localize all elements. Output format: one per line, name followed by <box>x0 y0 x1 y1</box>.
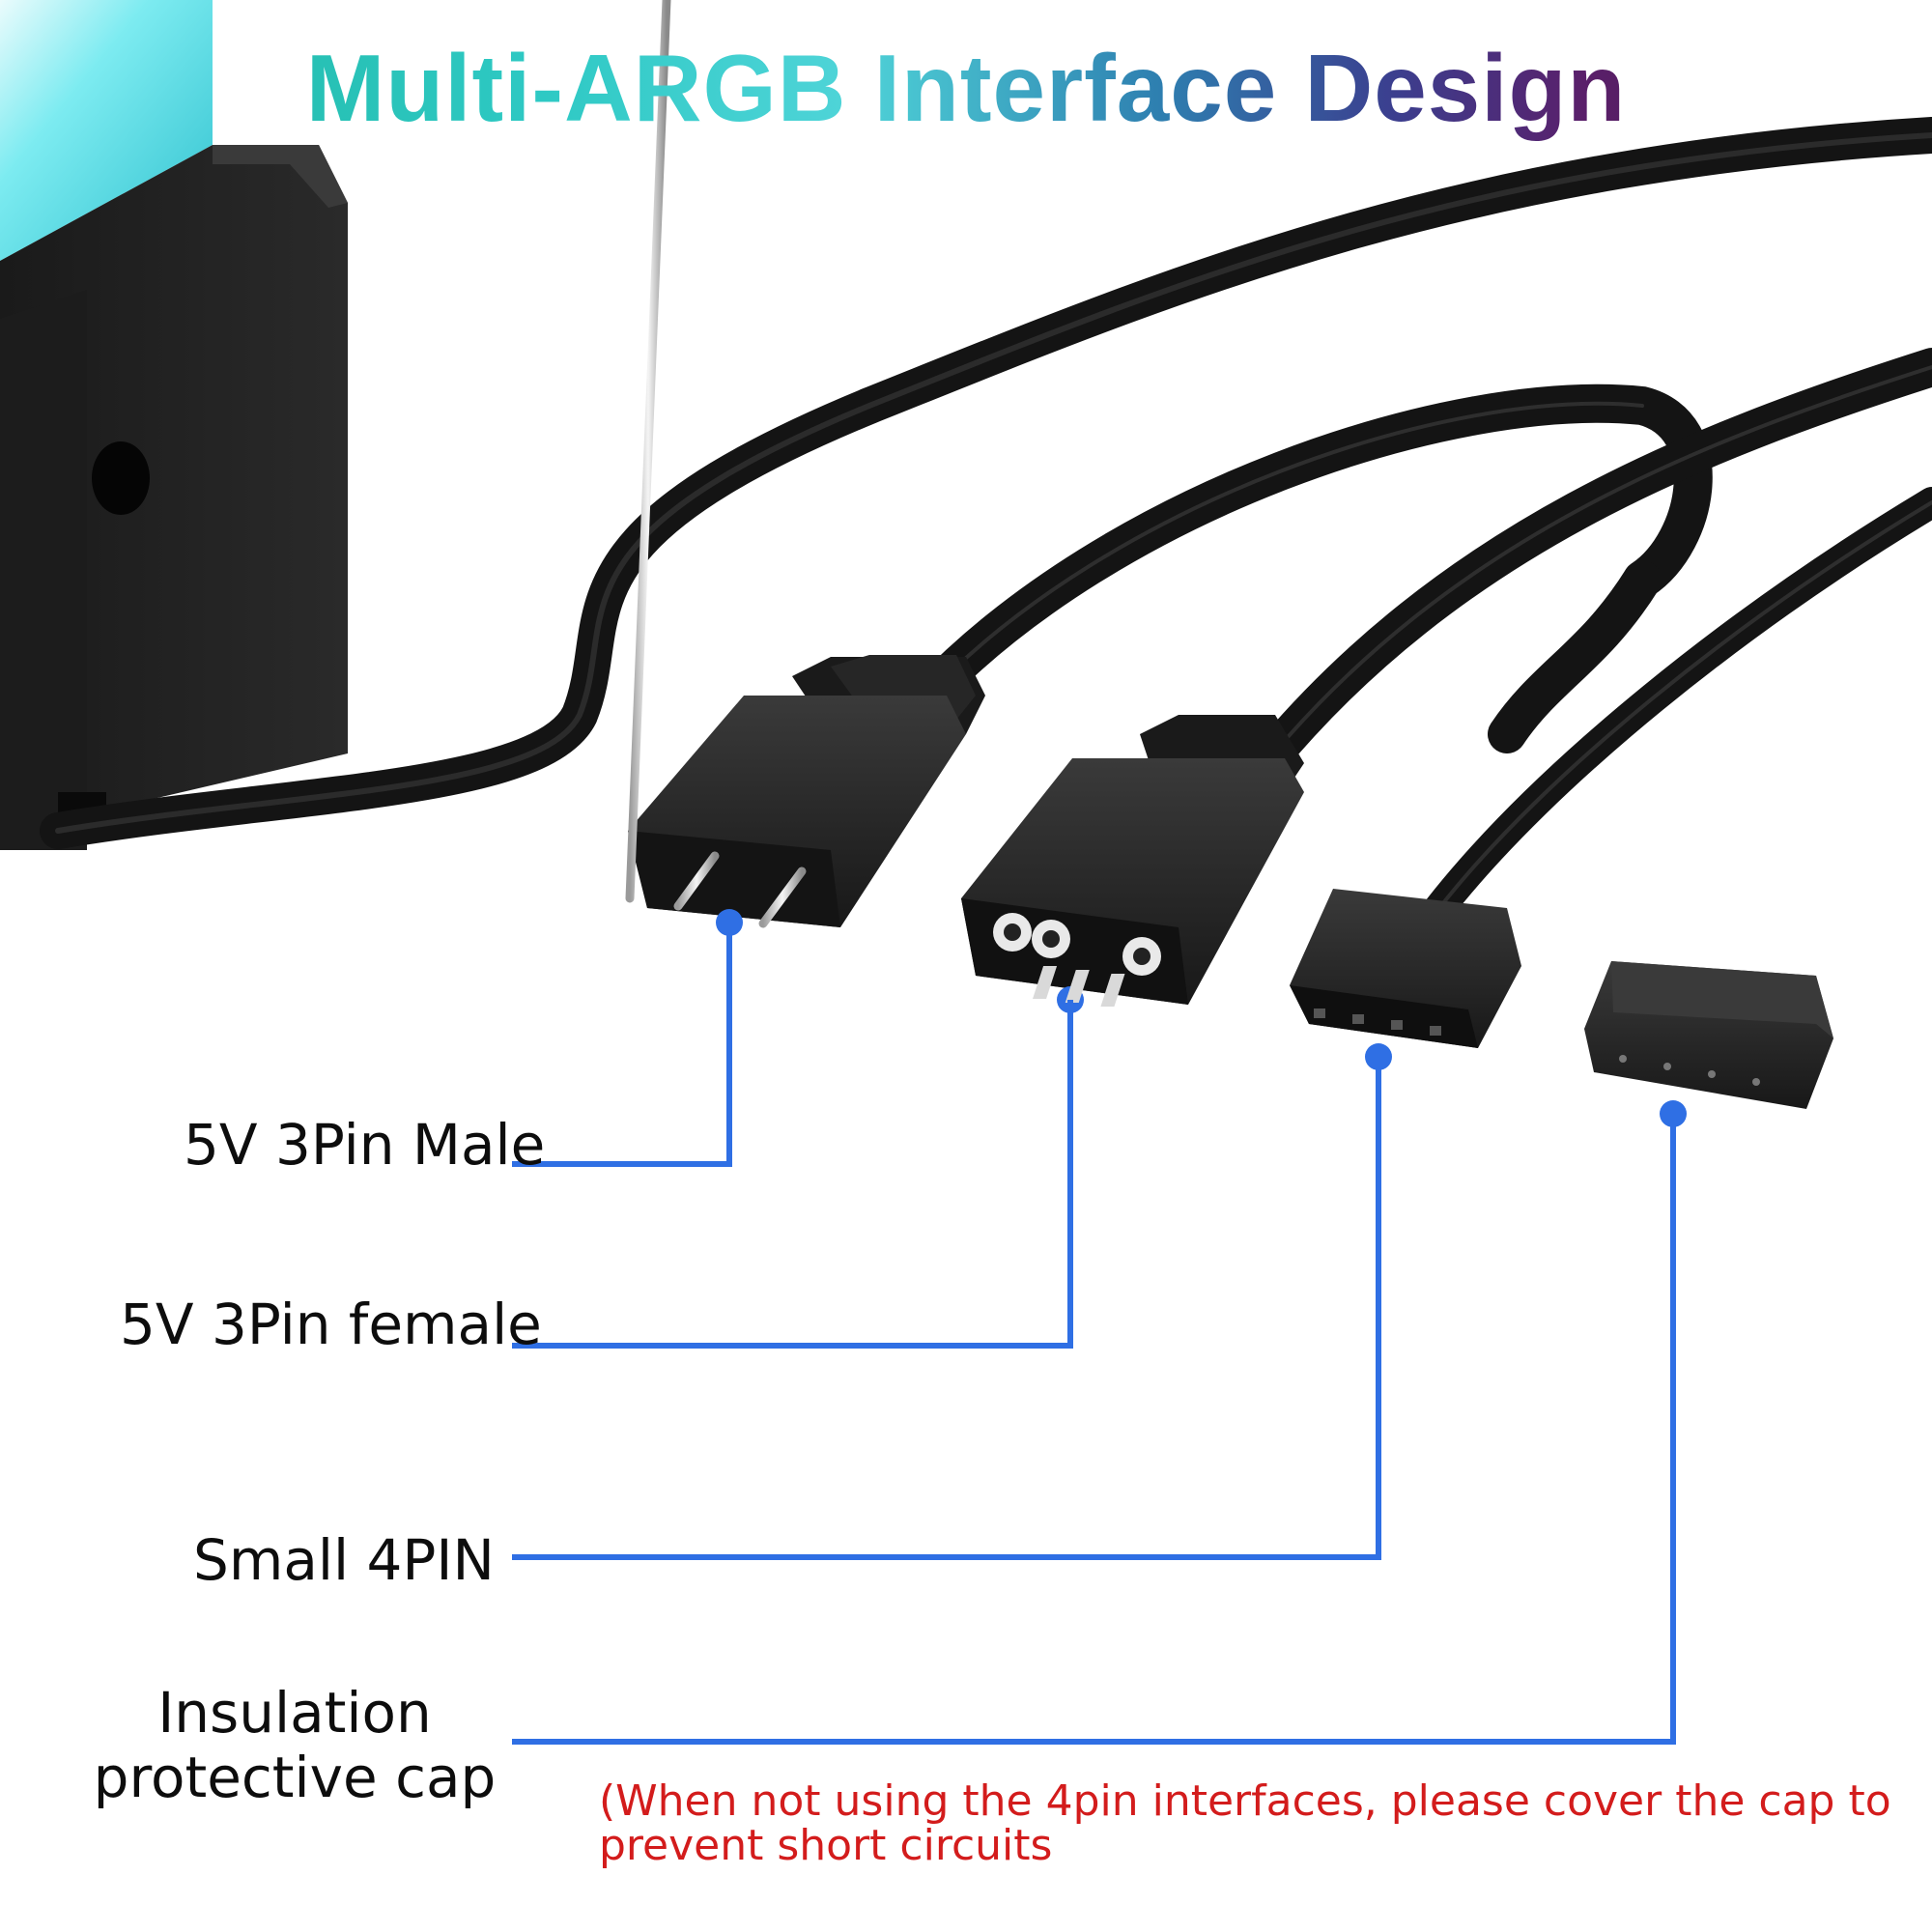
label-3pin-female: 5V 3Pin female <box>120 1292 542 1357</box>
callout-lines <box>512 923 1676 1745</box>
argb-hub-device <box>0 0 348 850</box>
callout-line-small4pin <box>512 1057 1381 1560</box>
label-insulation-cap: Insulation protective cap <box>93 1680 497 1810</box>
insulation-cap <box>1584 961 1833 1127</box>
label-3pin-male: 5V 3Pin Male <box>184 1112 546 1178</box>
label-small-4pin: Small 4PIN <box>193 1527 495 1593</box>
cable-bundle <box>40 117 1932 923</box>
3pin-male-connector <box>625 0 985 936</box>
small-4pin-connector <box>1033 889 1521 1070</box>
page-title: Multi-ARGB Interface Design <box>0 36 1932 141</box>
usage-note: (When not using the 4pin interfaces, ple… <box>599 1776 1891 1871</box>
3pin-female-connector <box>961 715 1304 1013</box>
callout-line-cap <box>512 1114 1676 1745</box>
callout-line-female <box>512 1000 1073 1349</box>
callout-line-male <box>512 923 732 1167</box>
